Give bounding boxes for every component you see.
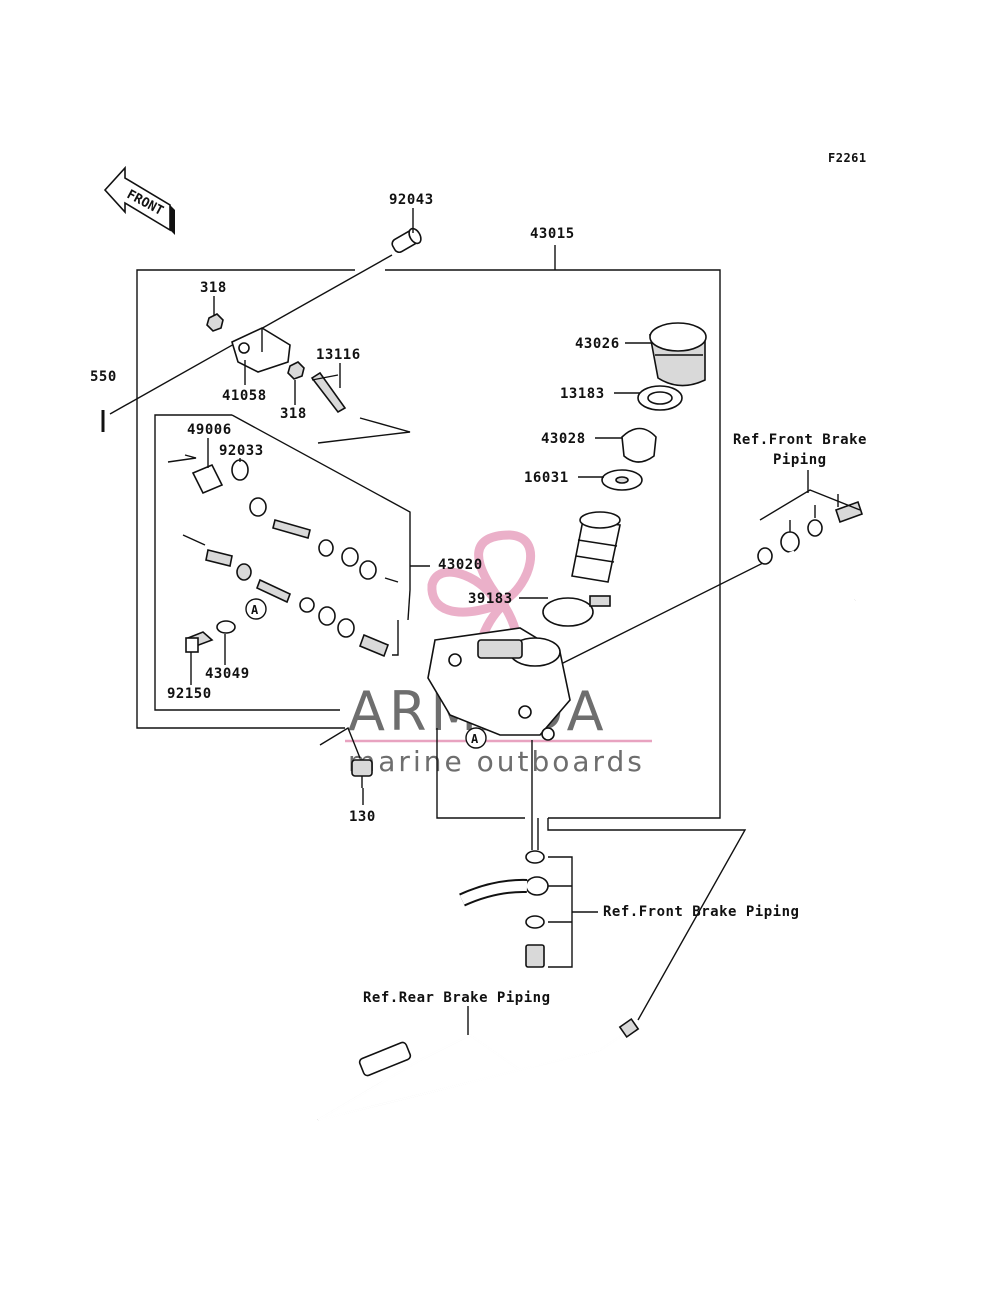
- label-318-lower: 318: [280, 406, 307, 422]
- front-brake-top-fittings[interactable]: [757, 500, 864, 610]
- callout-a-body: A: [465, 727, 487, 749]
- part-318-nut-upper[interactable]: [206, 313, 224, 332]
- diagram-code: F2261: [828, 151, 867, 165]
- label-92150: 92150: [167, 686, 212, 702]
- guide-line-b: [182, 534, 206, 546]
- label-43049: 43049: [205, 666, 250, 682]
- part-13116-pushrod[interactable]: [310, 371, 347, 414]
- front-arrow-icon: FRONT: [103, 165, 175, 235]
- label-318-upper: 318: [200, 280, 227, 296]
- ref-front-brake-mid: Ref.Front Brake Piping: [603, 904, 799, 920]
- label-13116: 13116: [316, 347, 361, 363]
- label-92033: 92033: [219, 443, 264, 459]
- mid-bracket: [548, 856, 573, 968]
- part-43026-reservoir-cap[interactable]: [649, 322, 707, 387]
- ref-front-brake-top-line2: Piping: [773, 452, 827, 468]
- pushrod-guide: [317, 417, 411, 444]
- part-49006-cup[interactable]: [191, 463, 224, 495]
- part-92150-bolt[interactable]: [185, 631, 214, 653]
- label-130: 130: [349, 809, 376, 825]
- svg-text:A: A: [251, 603, 259, 617]
- part-39183-clamp[interactable]: [542, 595, 611, 627]
- part-piston-parts-row2[interactable]: [255, 578, 355, 638]
- label-49006: 49006: [187, 422, 232, 438]
- guide-line-a: [167, 454, 197, 463]
- callout-a-left: A: [245, 598, 267, 620]
- rear-brake-route: [547, 818, 747, 1021]
- part-41058-clevis[interactable]: [231, 327, 291, 373]
- label-13183: 13183: [560, 386, 605, 402]
- part-16031-float[interactable]: [601, 469, 643, 491]
- label-43015: 43015: [530, 226, 575, 242]
- label-92043: 92043: [389, 192, 434, 208]
- part-92033-circlip[interactable]: [231, 459, 249, 481]
- front-brake-top-bracket: [759, 489, 861, 521]
- label-39183: 39183: [468, 591, 513, 607]
- part-piston-parts-row1[interactable]: [249, 497, 377, 580]
- rear-brake-hose[interactable]: [317, 1017, 640, 1121]
- label-16031: 16031: [524, 470, 569, 486]
- label-43028: 43028: [541, 431, 586, 447]
- part-spring-lower[interactable]: [358, 633, 390, 658]
- banjo-line-front: [552, 561, 766, 669]
- label-43020: 43020: [438, 557, 483, 573]
- bolt-130-guide: [319, 726, 361, 759]
- front-brake-mid-fittings[interactable]: [459, 850, 549, 968]
- part-318-nut-lower[interactable]: [287, 361, 305, 380]
- part-reservoir-body[interactable]: [571, 511, 621, 583]
- assembly-frame-43015: [136, 245, 721, 819]
- part-master-cylinder-body[interactable]: [427, 627, 571, 741]
- label-43026: 43026: [575, 336, 620, 352]
- watermark-tagline: marine outboards: [348, 745, 645, 778]
- part-13183-plate[interactable]: [637, 385, 683, 411]
- label-550: 550: [90, 369, 117, 385]
- label-41058: 41058: [222, 388, 267, 404]
- ref-front-brake-top-line1: Ref.Front Brake: [733, 432, 867, 448]
- guide-line-c: [384, 577, 399, 583]
- part-43049-washer[interactable]: [216, 620, 236, 634]
- svg-text:A: A: [471, 732, 479, 746]
- assembly-frame-43020: [154, 414, 430, 711]
- part-92043-pin[interactable]: [390, 227, 423, 254]
- ref-rear-brake: Ref.Rear Brake Piping: [363, 990, 551, 1006]
- part-spring-upper[interactable]: [205, 549, 252, 581]
- part-43028-diaphragm[interactable]: [621, 427, 657, 463]
- part-130-bolt[interactable]: [351, 759, 373, 788]
